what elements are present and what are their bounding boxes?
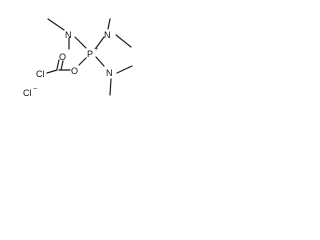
atom-phosphorus: P (87, 49, 93, 59)
atom-n-top-right: N (104, 30, 111, 40)
bond-n1-methyl-left (47, 18, 65, 31)
bond-n3-methyl-right (116, 65, 133, 74)
atom-n-top-left: N (65, 30, 72, 40)
bond-n2-methyl-up (107, 18, 111, 30)
bond-carbonyl-double-b (60, 60, 64, 71)
atom-oxygen-carbonyl: O (59, 52, 66, 62)
bond-n2-methyl-right (115, 34, 132, 48)
atom-oxygen-ester: O (71, 66, 78, 76)
bond-phosphorus-oxygen (78, 57, 87, 66)
bond-n3-methyl-down (109, 78, 112, 96)
bond-n2-phosphorus (95, 36, 105, 49)
bond-n1-phosphorus (74, 36, 87, 49)
atom-chlorine-acyl: Cl (36, 69, 45, 79)
atom-chloride-ion: Cl (23, 88, 32, 98)
chemical-structure: N N P + O N O Cl Cl − (23, 18, 133, 98)
chloride-charge: − (33, 86, 37, 93)
bond-phosphorus-n3 (95, 56, 105, 67)
bond-carbon-chlorine (46, 69, 58, 74)
phosphorus-charge: + (94, 46, 98, 53)
bond-carbonyl-double-a (56, 59, 60, 70)
atom-n-bottom: N (106, 68, 113, 78)
